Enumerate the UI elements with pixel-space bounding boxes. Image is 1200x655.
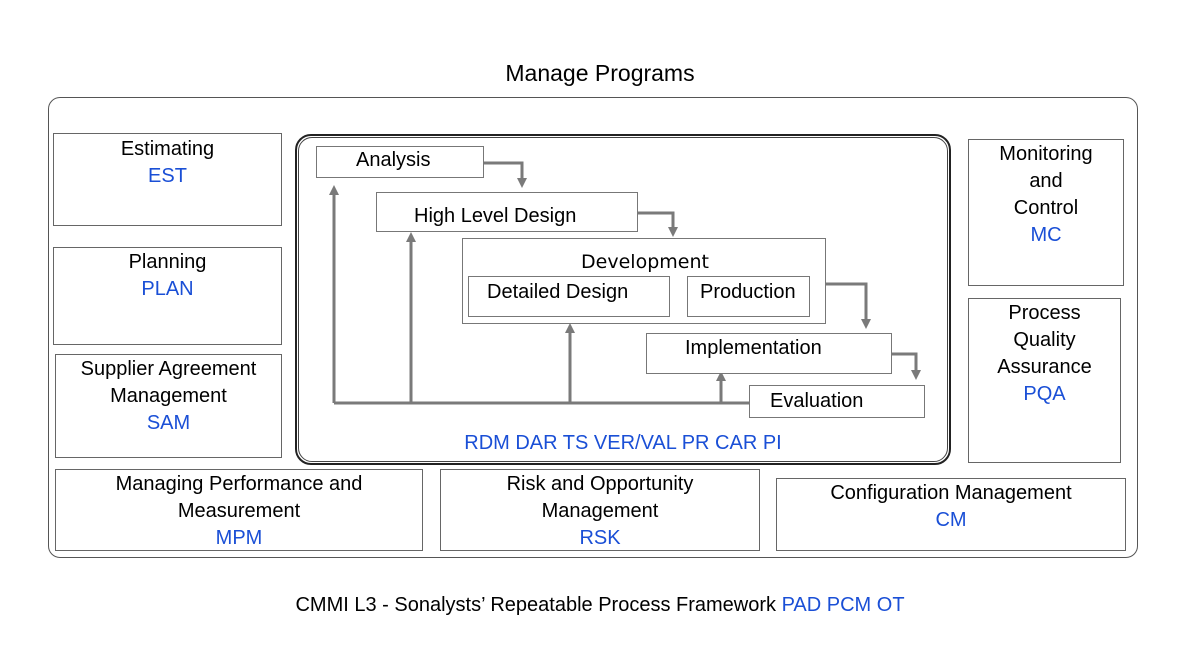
- monitoring-code: MC: [1030, 224, 1062, 246]
- supplier-agreement-label-line1: Supplier Agreement: [80, 358, 257, 380]
- manage-programs-frame: [48, 97, 1138, 558]
- stage-implementation: Implementation: [646, 333, 892, 374]
- stage-high-level-design: High Level Design: [376, 192, 638, 232]
- diagram-title: Manage Programs: [505, 60, 695, 86]
- supplier-agreement-label-line2: Management: [110, 385, 227, 407]
- supplier-agreement-box: Supplier Agreement Management SAM: [55, 354, 282, 458]
- engineering-lifecycle-frame: [295, 134, 951, 465]
- estimating-code: EST: [148, 165, 187, 187]
- process-quality-box: Process Quality Assurance PQA: [968, 298, 1121, 463]
- mpm-label-line1: Managing Performance and: [115, 473, 363, 495]
- pqa-label-line1: Process: [1008, 302, 1081, 324]
- rsk-label-line1: Risk and Opportunity: [506, 473, 694, 495]
- arrow-implementation-to-evaluation: [892, 352, 921, 380]
- monitoring-control-box: Monitoring and Control MC: [968, 139, 1124, 286]
- cm-label: Configuration Management: [830, 482, 1072, 504]
- arrow-analysis-to-hld: [484, 161, 527, 188]
- stage-evaluation: Evaluation: [749, 385, 925, 418]
- development-label: Development: [581, 251, 709, 273]
- estimating-box: Estimating EST: [53, 133, 282, 226]
- monitoring-label-line1: Monitoring: [999, 143, 1093, 165]
- risk-opportunity-box: Risk and Opportunity Management RSK: [440, 469, 760, 551]
- rsk-code: RSK: [579, 527, 621, 549]
- diagram-footer: CMMI L3 - Sonalysts’ Repeatable Process …: [0, 594, 1200, 617]
- managing-performance-box: Managing Performance and Measurement MPM: [55, 469, 423, 551]
- supplier-agreement-code: SAM: [146, 412, 191, 434]
- stage-analysis: Analysis: [316, 146, 484, 178]
- pqa-label-line2: Quality: [1013, 329, 1076, 351]
- rsk-label-line2: Management: [541, 500, 659, 522]
- stage-production: Production: [687, 276, 810, 317]
- arrow-hld-to-development: [638, 211, 678, 237]
- mpm-label-line2: Measurement: [177, 500, 301, 522]
- monitoring-label-line3: Control: [1013, 197, 1079, 219]
- estimating-label: Estimating: [120, 138, 215, 160]
- engineering-codes: RDM DAR TS VER/VAL PR CAR PI: [464, 432, 782, 454]
- planning-code: PLAN: [141, 278, 194, 300]
- pqa-code: PQA: [1023, 383, 1066, 405]
- stage-detailed-design: Detailed Design: [468, 276, 670, 317]
- footer-codes: PAD PCM OT: [781, 594, 905, 616]
- planning-label: Planning: [128, 251, 207, 273]
- pqa-label-line3: Assurance: [997, 356, 1092, 378]
- footer-text: CMMI L3 - Sonalysts’ Repeatable Process …: [295, 594, 782, 616]
- monitoring-label-line2: and: [1029, 170, 1063, 192]
- arrow-development-to-implementation: [826, 282, 871, 329]
- engineering-lifecycle-inner-outline: [298, 137, 948, 462]
- planning-box: Planning PLAN: [53, 247, 282, 345]
- configuration-management-box: Configuration Management CM: [776, 478, 1126, 551]
- mpm-code: MPM: [215, 527, 263, 549]
- cm-code: CM: [935, 509, 967, 531]
